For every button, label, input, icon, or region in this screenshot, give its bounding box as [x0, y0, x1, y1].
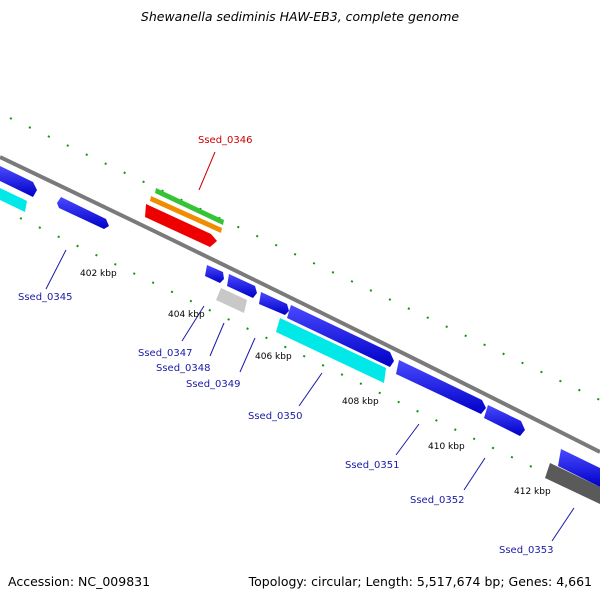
- map-title: Shewanella sediminis HAW-EB3, complete g…: [140, 9, 460, 24]
- gene-arrow-ssed-0350-b[interactable]: [287, 305, 394, 367]
- gene-label-ssed-0348[interactable]: Ssed_0348: [156, 363, 211, 374]
- gene-arrow-ssed-0350-a[interactable]: [259, 292, 289, 315]
- tick-label-408-kbp: 408 kbp: [342, 397, 379, 407]
- outer-dotted-guide: [9, 117, 600, 401]
- tick-label-406-kbp: 406 kbp: [255, 352, 292, 362]
- gene-label-ssed-0353[interactable]: Ssed_0353: [499, 545, 554, 556]
- gene-arrow-ssed-0344-cyan[interactable]: [0, 188, 27, 212]
- gene-label-ssed-0351[interactable]: Ssed_0351: [345, 460, 400, 471]
- leader-ssed-0346: [198, 151, 216, 191]
- gene-label-ssed-0346[interactable]: Ssed_0346: [198, 135, 253, 146]
- leader-ssed-0351: [395, 423, 420, 456]
- leader-ssed-0352: [463, 457, 486, 491]
- gene-arrow-ssed-0344-blue[interactable]: [0, 166, 37, 197]
- tick-label-410-kbp: 410 kbp: [428, 442, 465, 452]
- gene-arrow-ssed-0351[interactable]: [396, 360, 486, 414]
- gene-arrow-ssed-0348[interactable]: [216, 288, 247, 313]
- gene-arrow-ssed-0346-red[interactable]: [145, 204, 217, 247]
- gene-arrow-ssed-0349[interactable]: [227, 274, 257, 298]
- gene-arrow-ssed-0346-green[interactable]: [155, 188, 224, 225]
- gene-arrow-ssed-0352[interactable]: [484, 405, 525, 436]
- leader-ssed-0353: [551, 507, 575, 542]
- tick-label-412-kbp: 412 kbp: [514, 487, 551, 497]
- gene-arrow-ssed-0345[interactable]: [57, 197, 109, 229]
- gene-arrow-ssed-0346-orange[interactable]: [150, 196, 222, 233]
- gene-label-ssed-0349[interactable]: Ssed_0349: [186, 379, 241, 390]
- leader-ssed-0350: [298, 372, 323, 407]
- gene-label-ssed-0352[interactable]: Ssed_0352: [410, 495, 465, 506]
- gene-label-ssed-0350[interactable]: Ssed_0350: [248, 411, 303, 422]
- gene-arrow-ssed-0347[interactable]: [205, 265, 224, 283]
- inner-dotted-guide: [19, 217, 600, 501]
- genome-backbone: [0, 155, 600, 454]
- gene-arrow-ssed-0353-grey[interactable]: [545, 463, 600, 504]
- tick-label-402-kbp: 402 kbp: [80, 269, 117, 279]
- gene-label-ssed-0347[interactable]: Ssed_0347: [138, 348, 193, 359]
- accession-text: Accession: NC_009831: [8, 574, 151, 589]
- leader-ssed-0349: [239, 337, 256, 373]
- leader-ssed-0347: [181, 305, 205, 342]
- topology-text: Topology: circular; Length: 5,517,674 bp…: [248, 574, 592, 589]
- gene-arrow-ssed-0353-blue[interactable]: [558, 449, 600, 487]
- leader-ssed-0345: [45, 249, 67, 290]
- leader-ssed-0348: [209, 322, 225, 357]
- gene-arrow-ssed-0350-cyan[interactable]: [276, 318, 386, 383]
- gene-label-ssed-0345[interactable]: Ssed_0345: [18, 292, 73, 303]
- tick-label-404-kbp: 404 kbp: [168, 310, 205, 320]
